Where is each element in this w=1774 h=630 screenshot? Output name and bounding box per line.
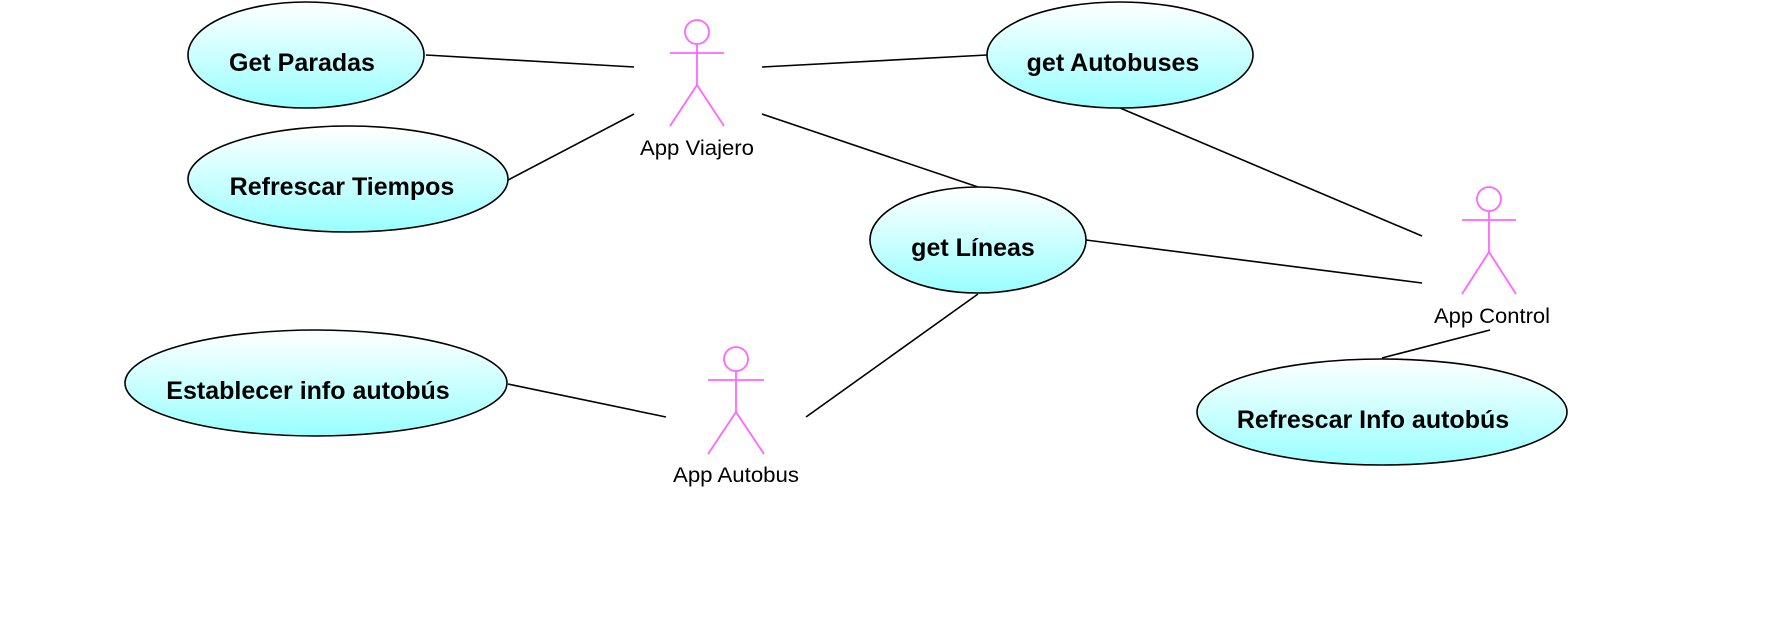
use-case-label: Establecer info autobús [166, 377, 449, 405]
assoc-viajero-get-paradas [425, 54, 635, 68]
actor-label: App Viajero [640, 137, 754, 160]
use-case-label: get Líneas [911, 234, 1035, 262]
assoc-autobus-get-lineas [805, 293, 979, 418]
assoc-viajero-get-lineas [761, 113, 979, 188]
actor-app-viajero[interactable]: App Viajero [640, 19, 754, 160]
use-case-label: Refrescar Info autobús [1237, 406, 1509, 434]
use-case-label: Refrescar Tiempos [230, 173, 455, 201]
use-case-label: get Autobuses [1027, 49, 1200, 77]
assoc-autobus-establecer-info [507, 383, 667, 418]
assoc-viajero-refrescar-tiempos [507, 113, 635, 181]
use-case-ellipse [986, 1, 1254, 109]
stick-figure-icon [1461, 186, 1517, 295]
stick-figure-icon [707, 346, 765, 455]
use-case-get-paradas[interactable]: Get Paradas [187, 1, 425, 109]
actor-app-autobus[interactable]: App Autobus [673, 346, 799, 487]
use-case-refrescar-tiempos[interactable]: Refrescar Tiempos [187, 125, 509, 233]
use-case-get-autobuses[interactable]: get Autobuses [986, 1, 1254, 109]
use-case-ellipse [1196, 358, 1568, 466]
use-case-get-lineas[interactable]: get Líneas [869, 186, 1087, 294]
use-case-refrescar-info-autobus[interactable]: Refrescar Info autobús [1196, 358, 1568, 466]
use-case-ellipse [187, 1, 425, 109]
use-case-ellipse [187, 125, 509, 233]
stick-figure-icon [669, 19, 725, 127]
use-case-establecer-info-autobus[interactable]: Establecer info autobús [124, 329, 508, 437]
assoc-control-get-autobuses [1119, 107, 1423, 237]
use-case-ellipse [124, 329, 508, 437]
assoc-viajero-get-autobuses [761, 54, 988, 68]
assoc-control-refrescar-info [1381, 329, 1491, 359]
assoc-control-get-lineas [1085, 239, 1423, 284]
use-case-label: Get Paradas [229, 49, 375, 77]
associations [425, 54, 1491, 418]
actor-app-control[interactable]: App Control [1434, 186, 1550, 328]
actor-label: App Autobus [673, 464, 799, 487]
actor-label: App Control [1434, 305, 1550, 328]
use-case-ellipse [869, 186, 1087, 294]
